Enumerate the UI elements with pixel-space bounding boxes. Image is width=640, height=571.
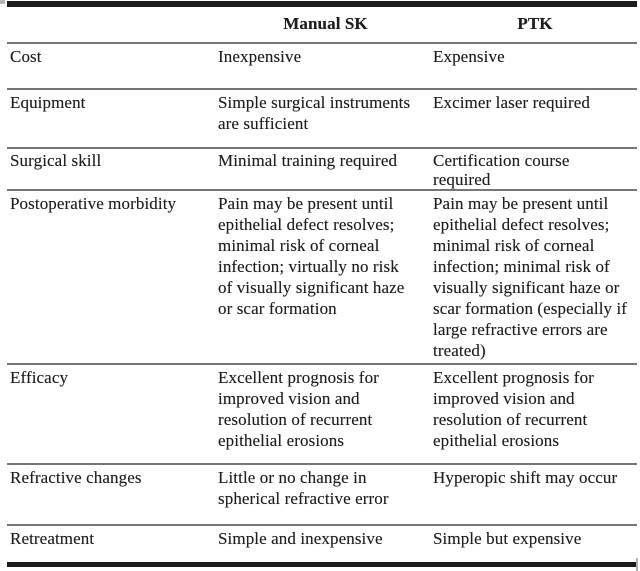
comparison-table: Manual SK PTK Cost Inexpensive Expensive… — [7, 1, 637, 567]
table-row-equipment: Equipment Simple surgical instruments ar… — [7, 88, 637, 147]
row-label: Equipment — [10, 93, 86, 112]
row-label: Retreatment — [10, 529, 95, 548]
cell-ptk: Pain may be present until epithelial def… — [433, 194, 628, 360]
cell-ptk: Certification course required — [433, 151, 570, 189]
table-row-efficacy: Efficacy Excellent prognosis for improve… — [7, 363, 637, 463]
cell-manual-sk: Little or no change in spherical refract… — [218, 468, 389, 508]
scan-artifact-top-left — [0, 0, 5, 4]
table-header-row: Manual SK PTK — [7, 7, 637, 42]
cell-manual-sk: Inexpensive — [218, 47, 302, 66]
row-label: Refractive changes — [10, 468, 142, 487]
cell-ptk: Simple but expensive — [433, 529, 582, 548]
column-header-manual-sk: Manual SK — [283, 14, 368, 33]
row-label: Efficacy — [10, 368, 69, 387]
cell-ptk: Excellent prognosis for improved vision … — [433, 368, 594, 450]
cell-ptk: Expensive — [433, 47, 505, 66]
table-row-refractive-changes: Refractive changes Little or no change i… — [7, 463, 637, 524]
cell-manual-sk: Minimal training required — [218, 151, 398, 170]
table-row-cost: Cost Inexpensive Expensive — [7, 42, 637, 88]
cell-manual-sk: Pain may be present until epithelial def… — [218, 194, 405, 318]
column-header-ptk: PTK — [517, 14, 553, 33]
table-row-surgical-skill: Surgical skill Minimal training required… — [7, 147, 637, 189]
table-row-retreatment: Retreatment Simple and inexpensive Simpl… — [7, 524, 637, 562]
cell-ptk: Excimer laser required — [433, 93, 591, 112]
cell-ptk: Hyperopic shift may occur — [433, 468, 618, 487]
cell-manual-sk: Simple and inexpensive — [218, 529, 383, 548]
column-header-empty — [7, 7, 218, 42]
row-label: Cost — [10, 47, 42, 66]
table-row-postoperative-morbidity: Postoperative morbidity Pain may be pres… — [7, 189, 637, 363]
row-label: Postoperative morbidity — [10, 194, 177, 213]
scan-artifact-bottom-right — [636, 558, 638, 571]
row-label: Surgical skill — [10, 151, 102, 170]
cell-manual-sk: Simple surgical instruments are sufficie… — [218, 93, 411, 133]
cell-manual-sk: Excellent prognosis for improved vision … — [218, 368, 379, 450]
